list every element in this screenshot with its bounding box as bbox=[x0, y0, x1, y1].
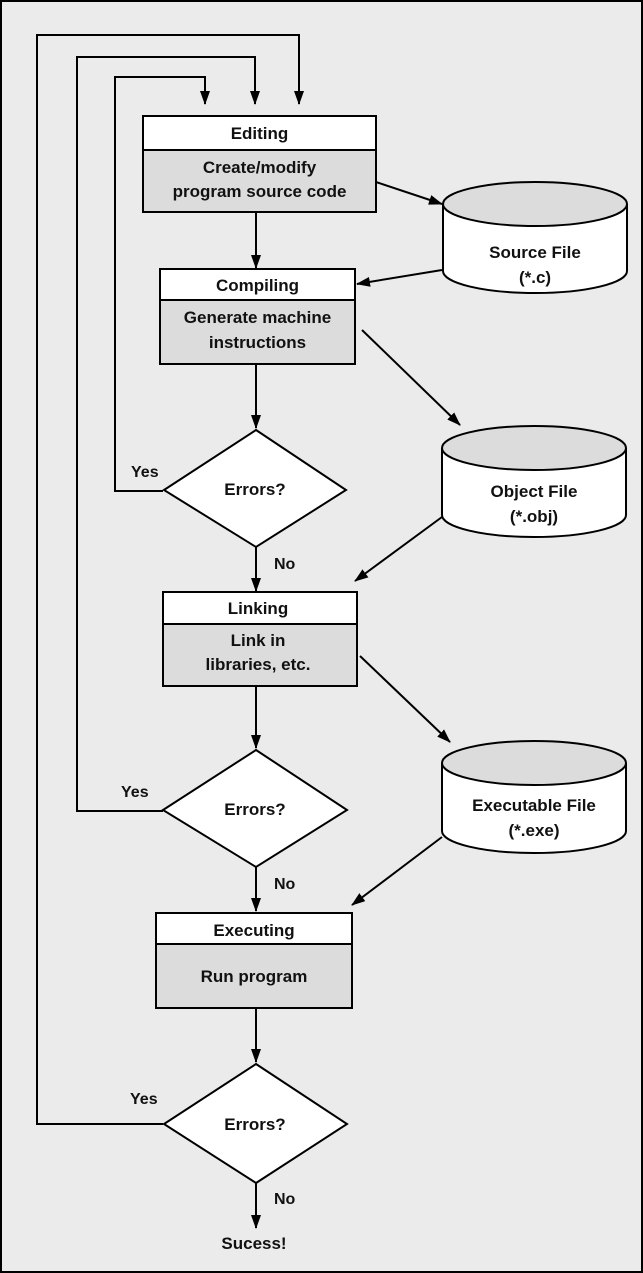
file-label-line: Executable File bbox=[472, 796, 596, 815]
step-header bbox=[162, 591, 358, 625]
step-body bbox=[155, 943, 353, 1009]
cylinder-top bbox=[441, 740, 627, 786]
arrow-linking-to-executable-file bbox=[359, 655, 451, 743]
file-label-line: (*.obj) bbox=[510, 507, 558, 526]
step-header bbox=[159, 268, 356, 301]
process-step-linking: Linking Link in libraries, etc. bbox=[162, 591, 358, 687]
loop-back-lines bbox=[36, 34, 304, 1125]
arrow-executable-file-to-executing bbox=[351, 836, 443, 906]
file-label-line: (*.exe) bbox=[508, 821, 559, 840]
decision-label: Errors? bbox=[224, 480, 285, 499]
step-title: Linking bbox=[228, 599, 288, 618]
decision-link-errors: Errors? Yes No bbox=[121, 748, 349, 893]
step-description-line: Generate machine bbox=[184, 308, 331, 327]
step-body bbox=[142, 149, 377, 213]
yes-label: Yes bbox=[121, 784, 149, 801]
step-description-line: Run program bbox=[201, 967, 308, 986]
no-label: No bbox=[274, 1191, 296, 1208]
cylinder-body bbox=[441, 763, 627, 854]
file-executable: Executable File (*.exe) bbox=[441, 740, 627, 854]
decision-label: Errors? bbox=[224, 1115, 285, 1134]
no-label: No bbox=[274, 876, 296, 893]
yes-label: Yes bbox=[130, 1091, 158, 1108]
decision-run-errors: Errors? Yes No bbox=[130, 1062, 349, 1208]
process-step-compiling: Compiling Generate machine instructions bbox=[159, 268, 356, 365]
success-label: Sucess! bbox=[221, 1234, 286, 1253]
arrow-object-file-to-linking bbox=[354, 516, 443, 582]
decision-diamond bbox=[162, 428, 348, 549]
cylinder-top bbox=[442, 181, 628, 227]
step-title: Executing bbox=[213, 921, 294, 940]
step-body bbox=[162, 623, 358, 687]
file-label-line: Object File bbox=[491, 482, 578, 501]
step-description-line: instructions bbox=[209, 333, 306, 352]
cylinder-body bbox=[441, 448, 627, 538]
step-title: Compiling bbox=[216, 276, 299, 295]
cylinder-top bbox=[441, 425, 627, 471]
yes-label: Yes bbox=[131, 464, 159, 481]
arrow-source-file-to-compiling bbox=[356, 269, 443, 287]
loop-back-arrow-linking bbox=[76, 56, 260, 812]
file-flow-arrows bbox=[351, 181, 461, 906]
step-description-line: libraries, etc. bbox=[206, 655, 311, 674]
process-step-editing: Editing Create/modify program source cod… bbox=[142, 115, 377, 213]
file-label-line: Source File bbox=[489, 243, 581, 262]
arrow-editing-to-source-file bbox=[375, 181, 443, 205]
loop-back-arrow-compiling bbox=[114, 76, 210, 492]
step-title: Editing bbox=[231, 124, 289, 143]
step-description-line: Link in bbox=[231, 631, 286, 650]
decision-diamond bbox=[162, 1062, 349, 1185]
process-step-executing: Executing Run program bbox=[155, 912, 353, 1009]
step-description-line: program source code bbox=[173, 182, 347, 201]
arrow-compiling-to-object-file bbox=[361, 329, 461, 426]
decision-compile-errors: Errors? Yes No bbox=[131, 428, 348, 573]
decision-label: Errors? bbox=[224, 800, 285, 819]
step-body bbox=[159, 299, 356, 365]
step-description-line: Create/modify bbox=[203, 158, 317, 177]
file-source: Source File (*.c) bbox=[442, 181, 628, 294]
decision-diamond bbox=[161, 748, 349, 869]
loop-back-arrow-executing bbox=[36, 34, 304, 1125]
no-label: No bbox=[274, 556, 296, 573]
cylinder-body bbox=[442, 204, 628, 294]
file-object: Object File (*.obj) bbox=[441, 425, 627, 538]
file-label-line: (*.c) bbox=[519, 268, 551, 287]
